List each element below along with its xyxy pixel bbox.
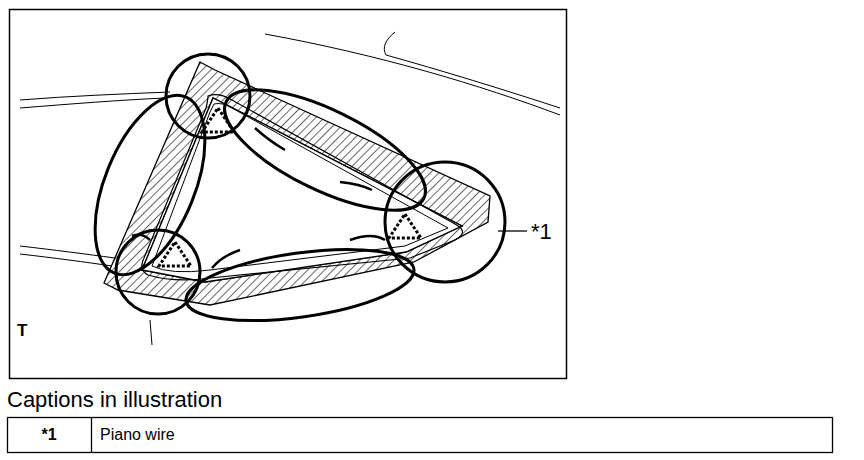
body-outline: [20, 32, 560, 345]
pin-mark: [159, 108, 421, 266]
leader-line: [498, 230, 527, 231]
table-cell: Piano wire: [100, 427, 175, 443]
caption-table: [8, 418, 833, 453]
direction-mark: [132, 128, 385, 268]
illustration-frame: [10, 10, 567, 379]
view-letter: T: [17, 322, 27, 339]
caption-heading: Captions in illustration: [7, 389, 222, 411]
table-divider: [91, 418, 92, 453]
callout-number: *1: [531, 221, 552, 243]
glass: [142, 98, 462, 282]
wire-loop: [73, 54, 505, 333]
table-cell: *1: [41, 427, 56, 443]
